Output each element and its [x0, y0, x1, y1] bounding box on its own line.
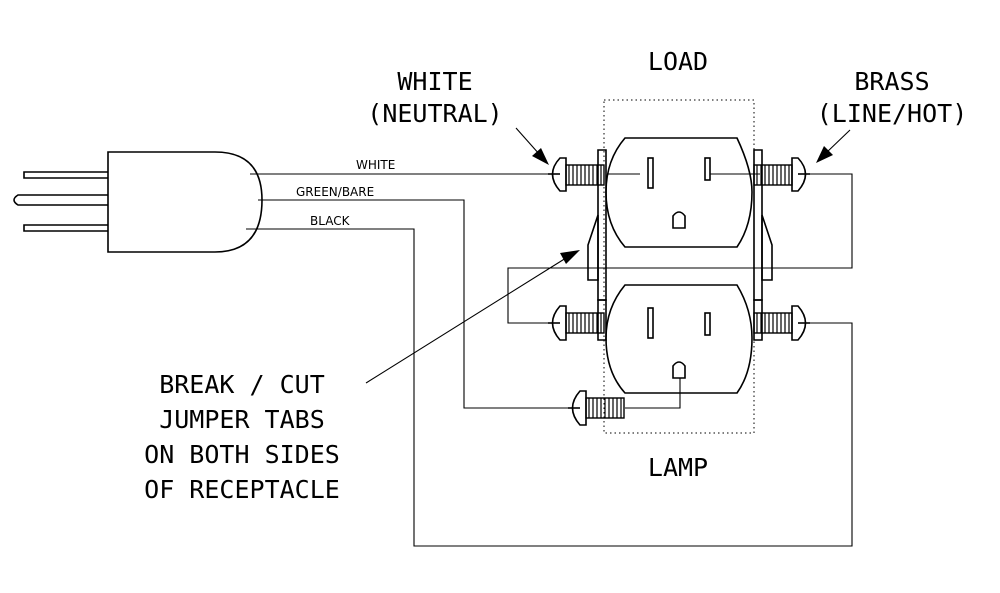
white-neutral-subtitle: (NEUTRAL) — [367, 99, 502, 128]
wire-label-green-bare: GREEN/BARE — [296, 185, 374, 199]
screw-brass-lower — [753, 305, 810, 341]
wire-label-white: WHITE — [356, 158, 395, 172]
wire-label-black: BLACK — [310, 214, 351, 228]
pointer-arrows — [365, 127, 851, 384]
white-neutral-title: WHITE — [397, 67, 472, 96]
brass-subtitle: (LINE/HOT) — [817, 99, 968, 128]
screw-brass-upper — [753, 157, 810, 192]
brass-title: BRASS — [854, 67, 929, 96]
note-line-3: ON BOTH SIDES — [144, 440, 340, 469]
note-line-2: JUMPER TABS — [159, 405, 325, 434]
load-label: LOAD — [648, 47, 708, 76]
screw-ground — [568, 390, 625, 426]
screw-white-lower — [548, 305, 605, 341]
lamp-label: LAMP — [648, 453, 708, 482]
plug — [13, 151, 263, 253]
duplex-receptacle — [587, 99, 773, 434]
note-line-4: OF RECEPTACLE — [144, 475, 340, 504]
screw-white-upper — [548, 157, 605, 192]
wires — [246, 173, 853, 547]
note-line-1: BREAK / CUT — [159, 370, 325, 399]
